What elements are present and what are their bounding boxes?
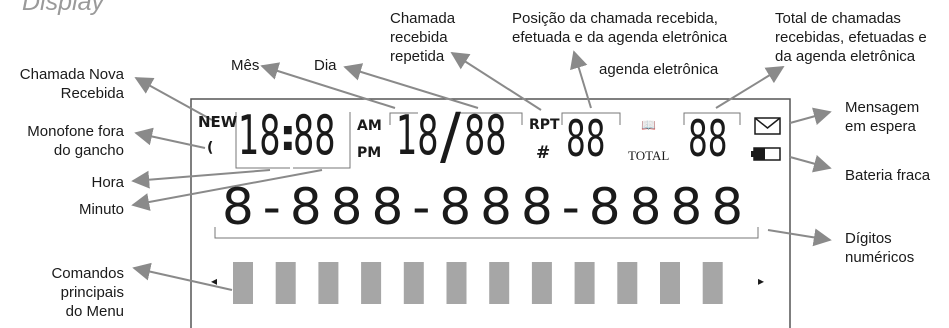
digits-bracket [214,227,759,239]
label-low-battery: Bateria fraca [845,167,931,184]
total-label: TOTAL [628,148,670,163]
callout-arrows [131,50,832,291]
menu-block [318,262,339,304]
time-colon: : [279,110,297,161]
label-call-position: Posição da chamada recebida,efetuada e d… [512,10,728,46]
label-month: Mês [231,57,260,74]
arrow-minute [131,169,323,211]
arrow-hour [131,169,271,189]
minute-digits: 88 [293,104,336,167]
menu-block [275,262,296,304]
battery-low-icon [751,147,781,161]
menu-block [574,262,595,304]
menu-block [617,262,638,304]
label-day: Dia [314,57,337,74]
display-border [190,98,791,328]
arrow-repeated [450,52,542,111]
label-hour: Hora [91,174,124,191]
label-minute: Minuto [78,201,124,218]
arrow-position [570,50,592,109]
pm-indicator: PM [357,145,382,161]
arrow-digits [767,228,832,247]
menu-blocks [233,262,723,304]
month-digits: 18 [396,104,439,167]
phone-number-digits: 8-888-888-8888 [222,178,753,236]
menu-block [660,262,680,304]
arrow-new-call [134,77,213,121]
menu-left-arrow: ◂ [211,274,218,288]
am-indicator: AM [357,118,382,134]
new-indicator: NEW [198,113,238,131]
day-digits: 88 [464,104,507,167]
menu-block [233,262,253,304]
menu-block [403,262,424,304]
arrow-message [789,107,832,125]
hash-indicator: # [536,143,551,163]
handset-indicator: ( [207,140,214,156]
diagram-title: Display [22,0,104,16]
position-digits: 88 [566,110,606,168]
menu-right-arrow: ▸ [758,274,765,288]
arrow-total [715,66,785,109]
menu-block [489,262,510,304]
label-phonebook: agenda eletrônica [599,61,719,78]
menu-block [531,262,552,304]
date-slash: / [440,99,461,172]
arrow-menu [132,262,233,291]
arrow-day [343,63,479,109]
menu-block [361,262,382,304]
menu-block [446,262,467,304]
book-icon: 📖 [641,118,656,132]
total-digits: 88 [688,110,728,168]
rpt-indicator: RPT [529,117,560,133]
arrow-battery [789,155,832,173]
menu-block [702,262,723,304]
arrow-handset [134,127,206,149]
envelope-icon [754,117,781,135]
arrow-month [260,62,396,109]
hour-digits: 18 [238,104,281,167]
